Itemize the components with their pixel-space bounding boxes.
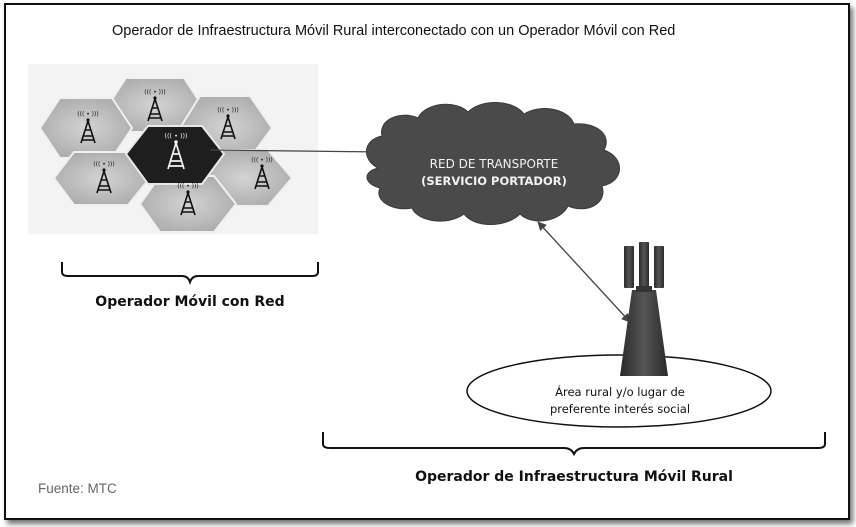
link-arrow-cells-to-cloud <box>209 147 385 157</box>
cell-hexagon <box>138 175 238 233</box>
source-note: Fuente: MTC <box>38 481 117 496</box>
link-arrow-cloud-to-rural <box>537 221 631 323</box>
rural-area-ellipse <box>466 354 772 428</box>
cells-operator-label: Operador Móvil con Red <box>95 294 284 310</box>
cell-hexagon-active <box>124 125 226 185</box>
rural-operator-label: Operador de Infraestructura Móvil Rural <box>415 469 733 485</box>
cloud-line-2: (SERVICIO PORTADOR) <box>421 174 567 188</box>
rural-area-line-2: preferente interés social <box>550 402 690 416</box>
cells-brace <box>61 262 319 286</box>
mobile-cell-cluster <box>28 64 318 234</box>
rural-brace <box>322 432 826 457</box>
antenna-mast-icon <box>620 242 668 376</box>
transport-network-cloud: RED DE TRANSPORTE (SERVICIO PORTADOR) <box>366 101 620 225</box>
rural-area-line-1: Área rural y/o lugar de <box>555 384 685 399</box>
cloud-line-1: RED DE TRANSPORTE <box>430 157 559 171</box>
diagram-title: Operador de Infraestructura Móvil Rural … <box>112 23 675 39</box>
